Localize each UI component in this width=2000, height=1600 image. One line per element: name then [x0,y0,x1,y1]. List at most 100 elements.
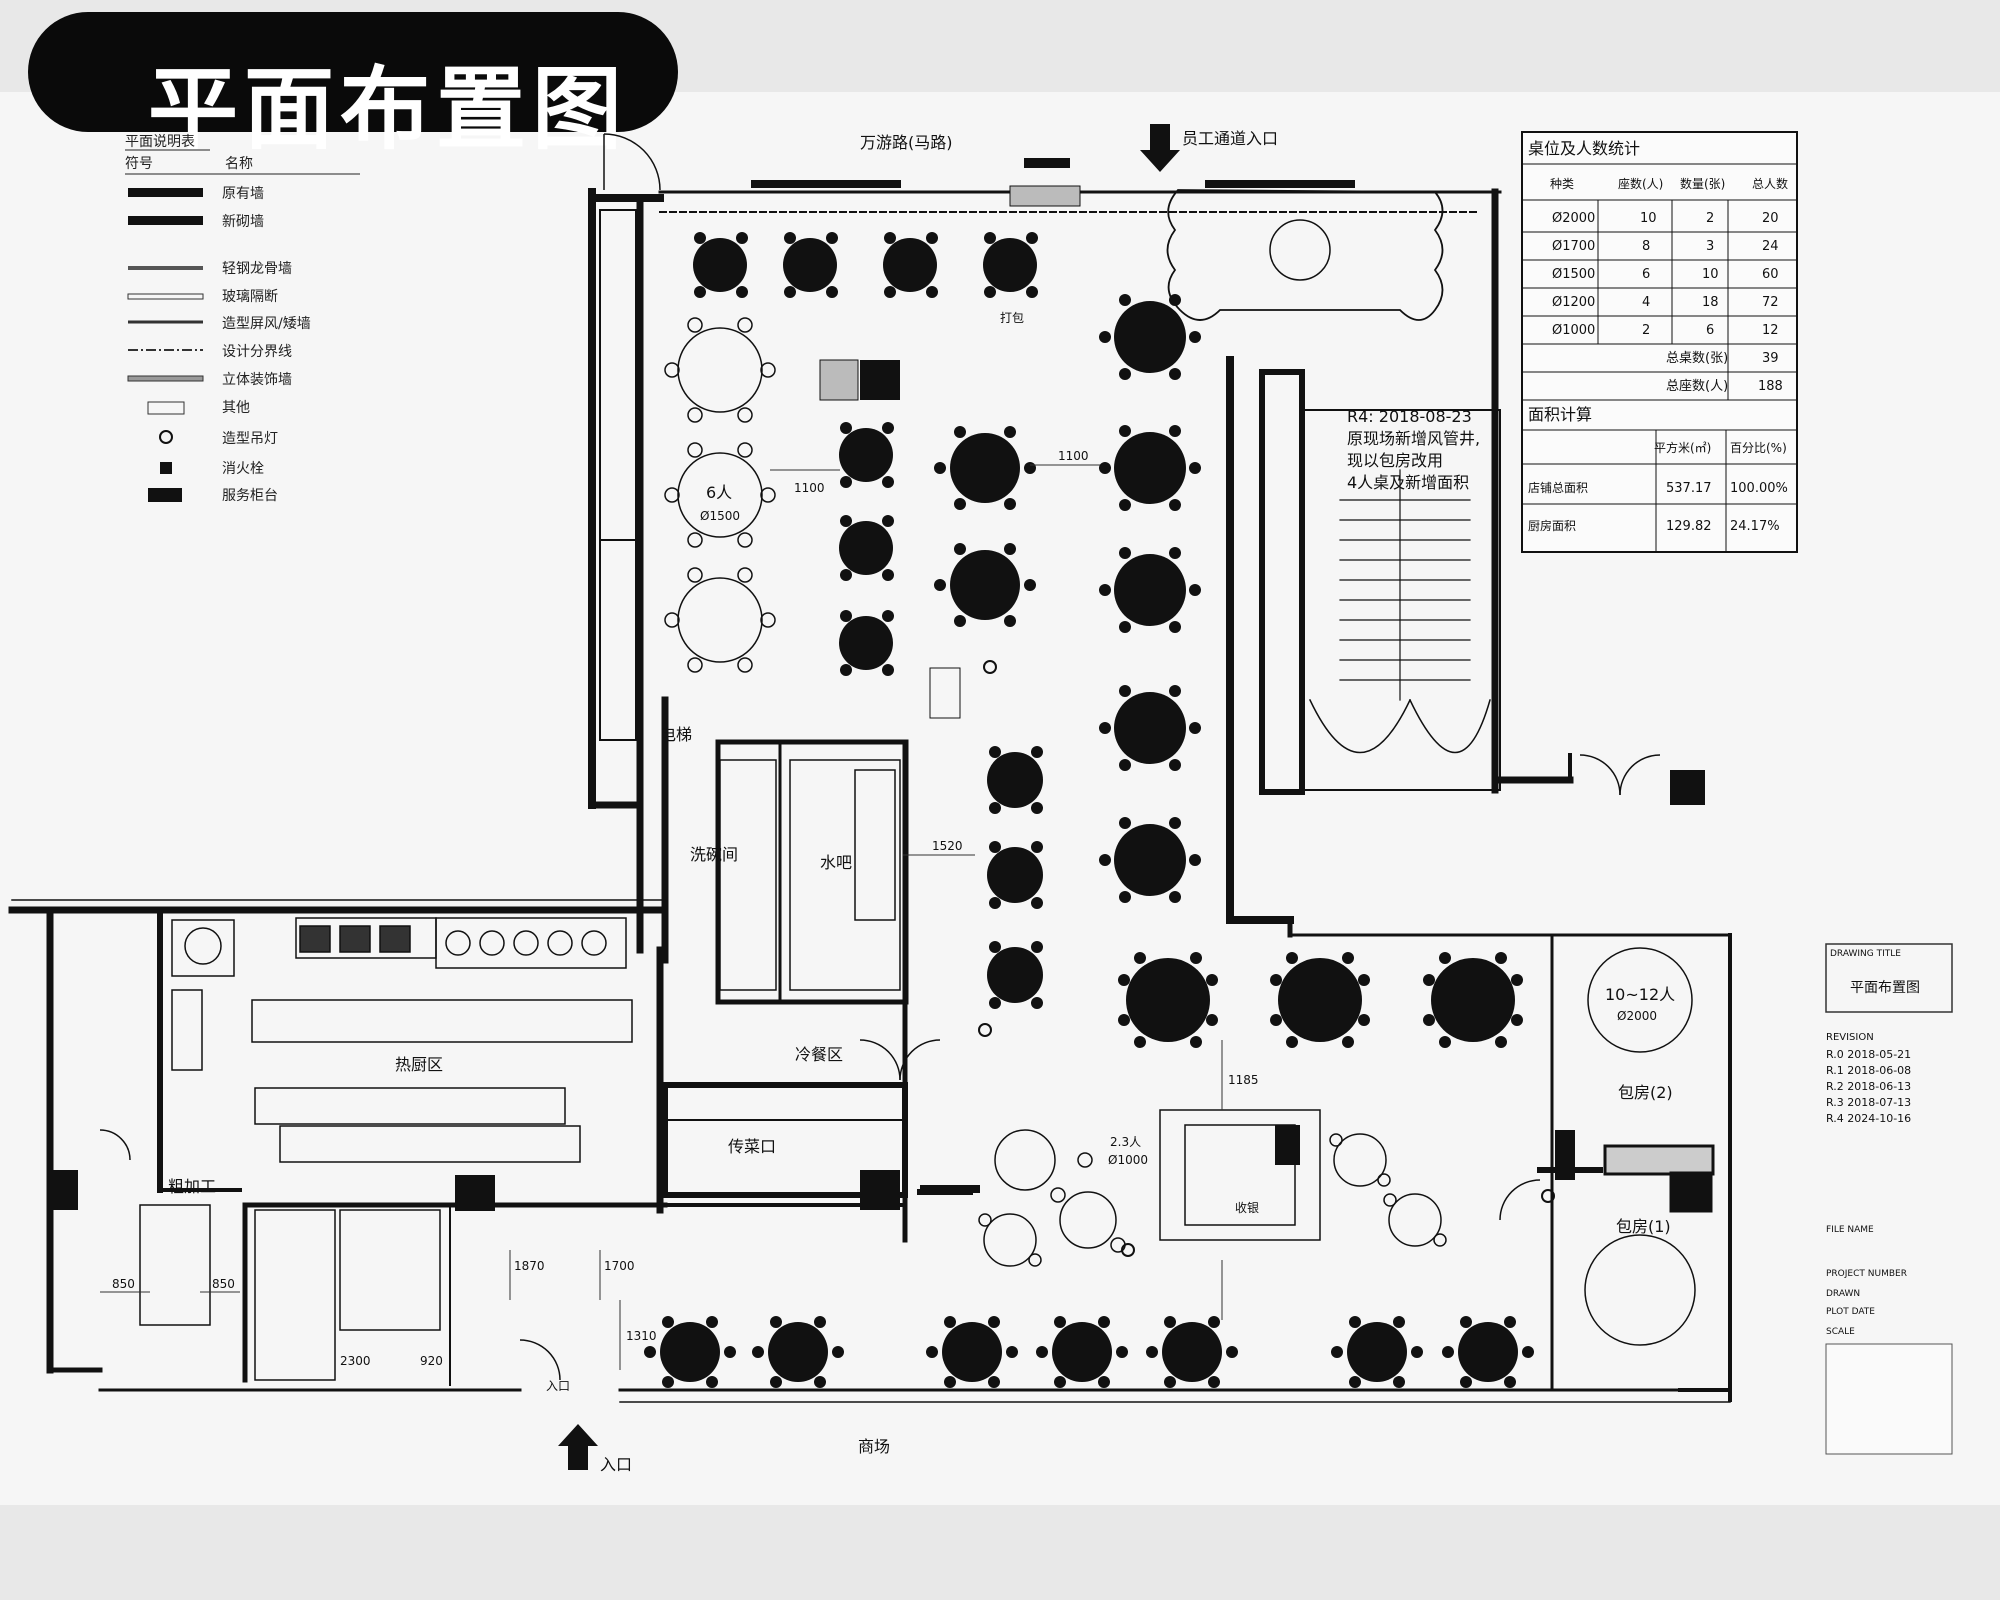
plan-labels: 万游路(马路) 员工通道入口 R4: 2018-08-23 原现场新增风管井, … [112,129,1675,1474]
revision-item: R.3 2018-07-13 [1826,1096,1911,1109]
table-cell: Ø1200 [1552,295,1595,310]
legend-item: 其他 [222,400,250,416]
total-tables-value: 39 [1762,351,1779,366]
roughwork-label: 粗加工 [168,1177,216,1196]
staff-entrance-label: 员工通道入口 [1182,129,1278,148]
dimension-label: 850 [112,1277,135,1291]
table-cell: 60 [1762,267,1779,282]
legend-item: 造型吊灯 [222,431,278,447]
table-cell: 8 [1642,239,1650,254]
round-table-6 [1146,1316,1238,1388]
table-cell: 20 [1762,211,1779,226]
top-street-label: 万游路(马路) [860,133,953,152]
total-seats-value: 188 [1758,379,1783,394]
legend-col-symbol: 符号 [125,156,153,172]
pendant-lights [978,660,1555,1257]
legend-symbol-new-wall [128,216,203,225]
legend-item: 玻璃隔断 [222,288,278,305]
table-cell: 10 [1640,211,1657,226]
round-table-2-outline [1050,1187,1126,1253]
revision-note-line: 原现场新增风管井, [1347,429,1480,448]
bottom-street-label: 商场 [858,1437,890,1456]
table-cell: Ø1700 [1552,239,1595,254]
round-table-4 [987,746,1043,814]
round-table-6 [1099,685,1201,771]
doors [99,133,1661,1381]
table-seat-label: 10~12人 [1605,985,1675,1004]
pendant-light-icon [159,430,173,444]
table-cell: 4 [1642,295,1650,310]
legend-item: 消火栓 [222,461,264,477]
legend-item: 新砌墙 [222,214,264,230]
table-size-label: Ø2000 [1617,1009,1657,1023]
legend-item: 造型屏风/矮墙 [222,316,311,332]
hot-kitchen-label: 热厨区 [395,1055,443,1074]
legend-item: 原有墙 [222,186,264,202]
legend-symbol-steel-wall [128,266,203,270]
pendant-light-icon [1541,1189,1555,1203]
round-table-8 [1423,952,1523,1048]
round-table-6 [1099,425,1201,511]
entrance-arrows [558,124,1180,1470]
dimension-label: 1700 [604,1259,635,1273]
dish-room-label: 洗碗间 [690,845,738,864]
drink-bar-label: 水吧 [820,853,852,872]
round-table-6 [1099,294,1201,380]
seat-table-header: 种类 [1550,177,1574,191]
round-table-4 [839,515,894,581]
table-cell: 12 [1762,323,1779,338]
area-row-label: 厨房面积 [1528,518,1576,533]
project-label: PROJECT NUMBER [1826,1269,1907,1279]
round-table-8 [1270,952,1370,1048]
round-table-4 [983,232,1038,298]
table-cell: Ø1500 [1552,267,1595,282]
area-row-pct: 24.17% [1730,519,1780,534]
seat-table-row: Ø1700 8 3 24 [1552,239,1779,254]
revision-item: R.1 2018-06-08 [1826,1064,1911,1077]
revision-label: REVISION [1826,1032,1874,1043]
area-row-sqm: 129.82 [1666,519,1712,534]
round-table-10-outline [1584,1234,1696,1346]
main-entrance-arrow-icon [558,1424,598,1470]
revision-note-line: 4人桌及新增面积 [1347,473,1469,492]
dimension-label: 1310 [626,1329,657,1343]
round-table-4 [987,841,1043,909]
cold-kitchen-label: 冷餐区 [795,1045,843,1064]
legend-item: 服务柜台 [222,488,278,504]
table-cell: Ø2000 [1552,211,1595,226]
pack-label: 打包 [1000,311,1024,325]
main-entrance-label: 入口 [600,1455,632,1474]
side-entrance-label: 入口 [546,1379,570,1393]
outline-tables [664,317,1696,1346]
page-title: 平面布置图 [148,57,628,162]
legend-item: 立体装饰墙 [222,372,292,388]
dimension-label: 1185 [1228,1073,1259,1087]
table-cell: 10 [1702,267,1719,282]
cashier-label: 收银 [1235,1201,1259,1215]
revision-item: R.0 2018-05-21 [1826,1048,1911,1061]
legend: 平面说明表 符号 名称 原有墙 新砌墙 轻钢龙骨墙 玻璃隔断 造型屏风/矮墙 设… [125,134,360,504]
seat-table-title: 桌位及人数统计 [1528,139,1640,158]
legend-item: 轻钢龙骨墙 [222,261,292,277]
round-table-6 [752,1316,844,1388]
service-blocks [48,158,1705,1211]
revision-note-line: 现以包房改用 [1347,451,1443,470]
legend-symbol-other [147,401,185,415]
revision-item: R.2 2018-06-13 [1826,1080,1911,1093]
round-table-4 [987,941,1043,1009]
legend-symbol-3d-wall [127,375,204,382]
table-cell: 6 [1706,323,1714,338]
area-header: 平方米(㎡) [1654,440,1711,455]
area-row-sqm: 537.17 [1666,481,1712,496]
pendant-light-icon [1121,1243,1135,1257]
legend-item: 设计分界线 [222,344,292,360]
round-table-2-outline [1329,1133,1391,1187]
drawing-title-label: DRAWING TITLE [1830,949,1901,959]
revision-note-line: R4: 2018-08-23 [1347,407,1472,426]
round-table-6 [644,1316,736,1388]
kitchen-equipment [139,759,901,1381]
pendant-light-icon [983,660,997,674]
table-cell: 72 [1762,295,1779,310]
seat-table-row: Ø2000 10 2 20 [1552,211,1779,226]
